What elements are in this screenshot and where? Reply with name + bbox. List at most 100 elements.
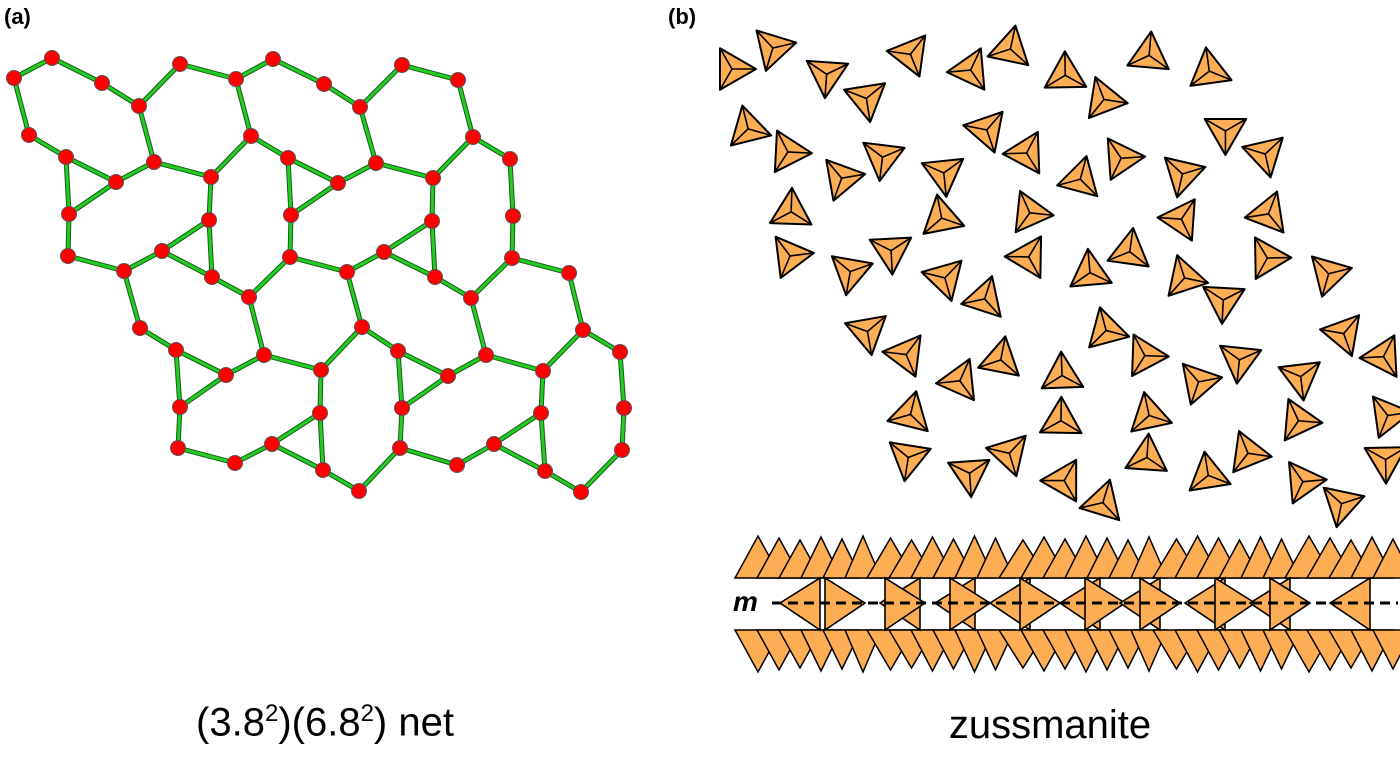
tetrahedron-edge (1063, 459, 1077, 482)
tetrahedron-side-down (1129, 629, 1169, 673)
tetrahedron-edge (1129, 251, 1150, 268)
tetrahedron-edge (1236, 359, 1241, 384)
tetrahedron-edge (1146, 456, 1168, 472)
net-node (283, 207, 299, 223)
panel-b-label: (b) (668, 4, 697, 29)
tetrahedron-edge (774, 236, 791, 257)
tetrahedron-edge (1180, 218, 1193, 242)
tetrahedron-edge (1232, 452, 1249, 473)
tetrahedron-edge (862, 142, 883, 158)
tetrahedron-edge (977, 359, 1002, 369)
tetrahedron-edge (741, 105, 749, 130)
tetrahedron (947, 458, 991, 499)
net-edge (247, 296, 266, 356)
tetrahedron-edge (969, 47, 982, 71)
tetrahedron-edge (1157, 216, 1182, 220)
tetrahedron-edge (1109, 157, 1122, 181)
net-node (351, 483, 367, 499)
tetrahedron-edge (747, 128, 772, 137)
net-edge (290, 181, 339, 217)
tetrahedron-edge (1025, 152, 1040, 174)
tetrahedron-edge (865, 82, 886, 100)
tetrahedron-edge (841, 173, 866, 179)
tetrahedron (843, 315, 887, 357)
tetrahedron-side-up (843, 534, 883, 579)
net-edge (430, 220, 437, 278)
tetrahedron-edge (1342, 333, 1353, 357)
tetrahedron-edge (790, 211, 812, 226)
tetrahedron-edge (1207, 474, 1231, 485)
tetrahedron-edge (886, 50, 911, 56)
net-edge (383, 219, 433, 254)
tetrahedron-edge (1302, 478, 1327, 483)
net-edge (271, 442, 324, 472)
net-node (463, 290, 479, 306)
tetrahedron-edge (1069, 272, 1091, 288)
tetrahedron-edge (1061, 374, 1084, 388)
net-edge (207, 219, 214, 278)
tetrahedron-edge (890, 250, 894, 275)
tetrahedron-edge (719, 47, 733, 70)
tetrahedron-edge (1060, 351, 1063, 376)
tetrahedron-edge (960, 298, 985, 305)
tetrahedron-edge (832, 177, 843, 202)
net-edge (272, 57, 325, 86)
net-node (280, 150, 296, 166)
tetrahedron-edge (1121, 155, 1146, 160)
tetrahedron-edge (1127, 54, 1150, 67)
net-edge (153, 160, 212, 179)
caption-a-part: (3.8 (196, 700, 265, 745)
tetrahedron-edge (826, 63, 849, 75)
tetrahedron-edge (909, 34, 926, 55)
tetrahedron-edge (1063, 480, 1077, 502)
tetrahedron-edge (719, 68, 733, 91)
tetrahedron (1124, 432, 1168, 472)
net-node (392, 440, 408, 456)
tetrahedron-edge (1008, 435, 1027, 454)
net-node (256, 347, 272, 363)
tetrahedron-edge (1094, 76, 1105, 100)
tetrahedron-edge (1288, 461, 1304, 483)
tetrahedron-edge (909, 54, 921, 77)
tetrahedron-edge (1267, 213, 1285, 234)
tetrahedron-edge (730, 128, 749, 147)
tetrahedron-edge (1284, 420, 1300, 441)
tetrahedron-edge (935, 380, 960, 385)
tetrahedron (1319, 314, 1361, 358)
tetrahedron-edge (1189, 474, 1209, 492)
tetrahedron-edge (1321, 273, 1330, 298)
net-node (427, 269, 443, 285)
net-edge (179, 373, 227, 409)
tetrahedron (868, 236, 913, 276)
tetrahedron-edge (1364, 447, 1386, 461)
tetrahedron-edge (1255, 257, 1269, 280)
tetrahedron-edge (776, 130, 789, 153)
tetrahedron-edge (1044, 74, 1066, 89)
net-edge (511, 256, 570, 275)
net-node (330, 175, 346, 191)
net-node (146, 154, 162, 170)
tetrahedron-edge (843, 89, 867, 100)
tetrahedron-edge (1128, 227, 1134, 252)
tetrahedron-edge (1343, 314, 1360, 335)
tetrahedron (825, 158, 867, 202)
tetrahedron-edge (844, 322, 868, 333)
net-node (478, 347, 494, 363)
net-node (131, 98, 147, 114)
caption-a-sup: 2 (264, 700, 279, 727)
tetrahedron-edge (1291, 481, 1304, 504)
net-edge (508, 158, 515, 217)
tetrahedron (945, 47, 986, 91)
net-node (339, 264, 355, 280)
tetrahedron-edge (1002, 152, 1027, 155)
tetrahedron-edge (1041, 374, 1063, 389)
tetrahedron-edge (1247, 452, 1272, 458)
net-node (282, 249, 298, 265)
net-node (61, 206, 77, 222)
net-edge (541, 328, 585, 373)
tetrahedron-edge (849, 262, 874, 273)
tetrahedron-edge (1378, 415, 1389, 439)
net-node (201, 212, 217, 228)
tetrahedron-edge (946, 69, 971, 73)
tetrahedron-edge (941, 217, 965, 227)
